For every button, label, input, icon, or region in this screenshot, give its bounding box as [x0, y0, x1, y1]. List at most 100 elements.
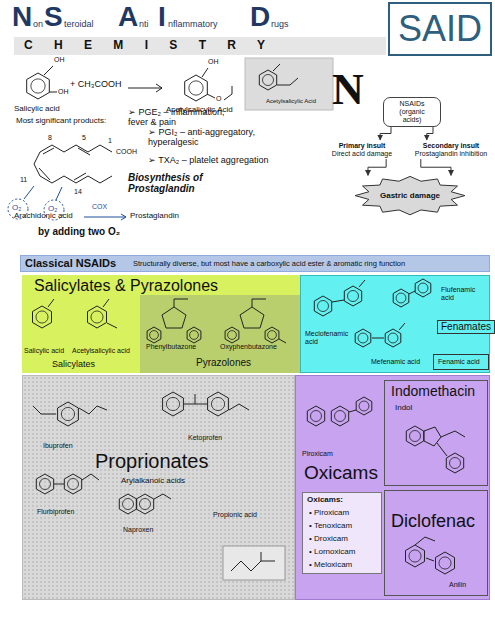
label-text: Acetylsalicylic Acid — [266, 98, 316, 105]
bond-line — [56, 187, 62, 200]
node-text: Structurally diverse, but most have a ca… — [133, 260, 405, 269]
aromatic-circle — [68, 479, 79, 490]
node-text: Anilin — [449, 581, 466, 589]
title-fragment: I — [158, 2, 166, 33]
group-region: DiclofenacAnilin — [384, 490, 488, 596]
bond-line — [49, 92, 57, 93]
label-text: OH — [58, 88, 69, 96]
starburst: Gastric damage — [354, 176, 466, 215]
bond-chain — [231, 561, 275, 571]
bond-line — [273, 64, 280, 71]
node-text: Flurbiprofen — [37, 508, 74, 516]
benzene-ring — [307, 406, 324, 426]
bond-line — [437, 443, 447, 456]
aromatic-circle — [409, 550, 421, 562]
arrow-connector — [427, 127, 433, 140]
bond-chain — [154, 494, 171, 499]
ground-rect — [14, 37, 386, 55]
aromatic-circle — [189, 81, 203, 95]
benzene-ring — [33, 306, 52, 328]
bond-line — [372, 338, 384, 339]
aromatic-circle — [190, 331, 199, 340]
label-text: 1 — [108, 137, 112, 145]
ring-shape — [162, 307, 186, 328]
aromatic-circle — [263, 75, 274, 86]
bond-line — [252, 299, 266, 300]
benzene-ring — [119, 494, 136, 514]
label-text: N — [332, 66, 364, 114]
bond-chain — [33, 406, 56, 414]
aromatic-circle — [388, 333, 398, 343]
label-text: ➢ PGI₂ – anti-aggregatory, hyperalgesic — [148, 128, 263, 148]
node-text: Pyrazolones — [196, 357, 251, 369]
aromatic-circle — [359, 401, 369, 411]
benzene-ring — [265, 327, 279, 343]
ring-shape — [240, 307, 264, 328]
node-text: Meclofenamic acid — [305, 330, 357, 346]
benzene-ring — [356, 397, 372, 415]
ground-rect — [245, 58, 333, 110]
aromatic-circle — [410, 431, 421, 442]
node-text: SAID — [398, 8, 482, 49]
node-text: Salicylates — [52, 359, 95, 369]
aromatic-circle — [439, 557, 451, 569]
bond-line — [399, 323, 405, 330]
label-text: Biosynthesis of Prostaglandin — [128, 172, 223, 194]
node-text: Naproxen — [123, 526, 153, 534]
heading-band: Classical NSAIDsStructurally diverse, bu… — [20, 255, 490, 272]
label-text: Most significant products: — [16, 117, 106, 126]
benzene-ring — [314, 296, 331, 316]
aromatic-circle — [335, 411, 346, 422]
label-text: + CH₃COOH — [70, 80, 121, 90]
benzene-ring — [355, 329, 371, 347]
label-text: Arachidonic acid — [14, 212, 73, 221]
bond-line — [74, 173, 86, 180]
node-text: Ibuprofen — [43, 442, 73, 450]
bond-line — [252, 299, 253, 307]
node-text: Ketoprofen — [188, 434, 222, 442]
label-text: OH — [208, 58, 219, 66]
starburst-outline — [355, 177, 465, 215]
bond-line — [277, 85, 290, 86]
node-text: Diclofenac — [391, 511, 475, 532]
node-text: Direct acid damage — [332, 150, 392, 158]
bond-chain — [79, 406, 107, 414]
benzene-ring — [259, 70, 276, 90]
node-text: Arylalkanoic acids — [121, 476, 185, 485]
node-text: • Lornoxicam — [309, 547, 355, 556]
bond-line — [202, 68, 208, 77]
label-text: by adding two O₂ — [38, 226, 120, 237]
node-text: Oxicams: — [307, 495, 343, 504]
aromatic-circle — [150, 331, 159, 340]
label-text: COX — [92, 203, 107, 211]
title-fragment: S — [44, 2, 63, 33]
bond-line — [48, 299, 54, 307]
bond-line — [332, 300, 344, 302]
label-text: 8 — [48, 134, 52, 142]
node-text: • Piroxicam — [309, 508, 349, 517]
aromatic-circle — [311, 411, 322, 422]
class-panel: Meclofenamic acid Flufenamic acidMefenami… — [300, 275, 490, 373]
title-fragment: D — [250, 2, 270, 33]
node-text: Mefenamic acid — [371, 358, 420, 366]
benzene-ring — [147, 327, 161, 343]
bond-chain — [229, 404, 249, 410]
title-fragment: N — [12, 2, 32, 33]
label-text: 14 — [74, 188, 82, 196]
bond-line — [78, 148, 90, 155]
aromatic-circle — [418, 283, 428, 293]
node-text: Indol — [395, 403, 412, 412]
label-text: ➢ PGE₂ – inflammation, fever & pain — [128, 108, 243, 128]
group-region: Salicylic acidAcetylsalicylic acidSalicy… — [22, 295, 140, 373]
node-text: Fenamic acid — [438, 358, 480, 366]
benzene-ring — [436, 552, 455, 574]
bond-chain — [415, 537, 435, 545]
group-region: PhenylbutazoneOxyphenbutazonePyrazolones — [140, 295, 300, 373]
node-text: Salicylates & Pyrazolones — [34, 277, 218, 295]
bond-line — [207, 94, 215, 98]
node-text: Flufenamic acid — [441, 286, 487, 302]
node-text: Proprionates — [95, 450, 208, 473]
node-text: Secondary insult — [415, 142, 487, 150]
bond-line — [44, 66, 53, 75]
